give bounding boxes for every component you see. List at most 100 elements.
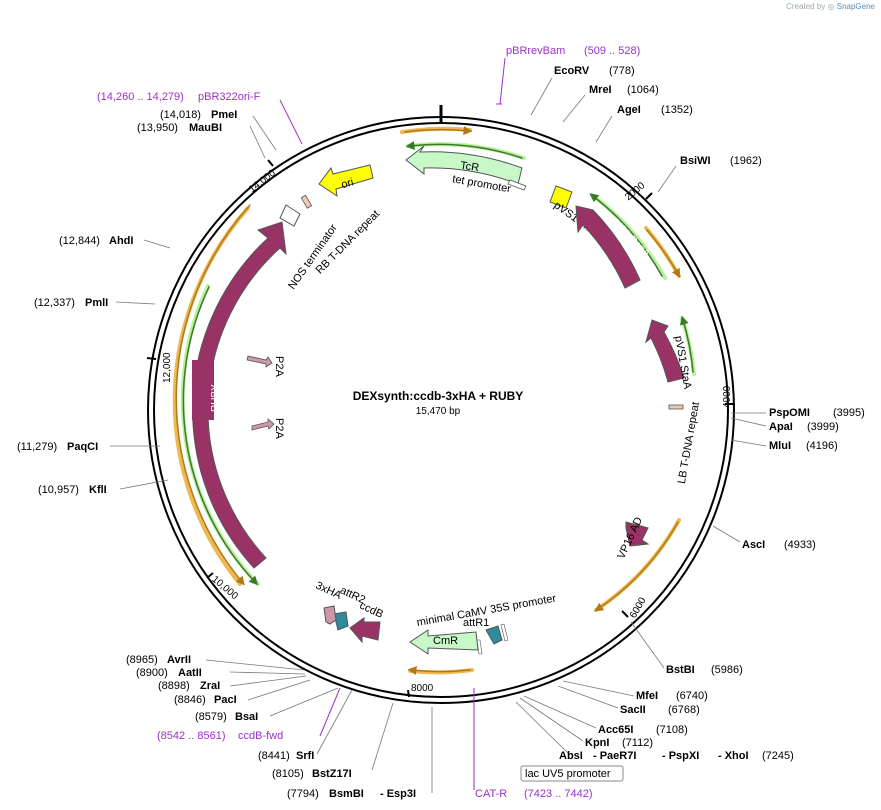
site-pmei-pos: (14,018) — [160, 109, 201, 121]
feature-cmr[interactable]: CmR — [409, 629, 479, 655]
site-paqci-pos: (11,279) — [17, 441, 57, 453]
feature-label-lb-tdna: LB T-DNA repeat — [676, 401, 702, 485]
feature-label-3xha: 3xHA — [314, 580, 344, 603]
orf-arcs — [172, 126, 696, 675]
feature-p2a-2[interactable]: P2A — [251, 418, 285, 439]
feature-label-lac-uv5: lac UV5 promoter — [525, 768, 611, 780]
site-xhoi[interactable]: - XhoI — [718, 750, 749, 762]
feature-nos-terminator[interactable]: NOS terminator — [279, 204, 340, 292]
plasmid-size: 15,470 bp — [416, 406, 461, 417]
primer-pbrrevbam-range: (509 .. 528) — [584, 45, 640, 57]
site-apai-pos: (3999) — [807, 421, 839, 433]
feature-ccdb[interactable]: ccdB — [349, 600, 385, 644]
site-leaders — [110, 77, 767, 793]
site-zrai[interactable]: ZraI — [200, 680, 220, 692]
site-mfei[interactable]: MfeI — [636, 690, 658, 702]
site-sacii-pos: (6768) — [668, 704, 700, 716]
feature-tcr[interactable]: TcR — [405, 145, 523, 185]
feature-label-tcr: TcR — [459, 160, 479, 175]
site-pmli[interactable]: PmlI — [85, 297, 108, 309]
site-acc65i-pos: (7108) — [656, 724, 688, 736]
primer-leaders — [279, 57, 506, 790]
site-paci[interactable]: PacI — [214, 694, 237, 706]
site-agei-pos: (1352) — [661, 104, 693, 116]
site-asci[interactable]: AscI — [742, 539, 765, 551]
backbone-inner — [153, 122, 729, 698]
site-mlui[interactable]: MluI — [769, 440, 791, 452]
site-esp3i[interactable]: - Esp3I — [380, 788, 416, 800]
feature-pvs1-repa[interactable]: pVS1 RepA — [575, 205, 652, 289]
primer-pbr322ori-f[interactable]: pBR322ori-F — [198, 91, 261, 103]
primer-pbrrevbam[interactable]: pBRrevBam — [506, 45, 565, 57]
site-mrei-pos: (1064) — [627, 84, 659, 96]
site-paer7i[interactable]: - PaeR7I — [593, 750, 636, 762]
site-kpni-pos: (7112) — [622, 737, 653, 749]
site-bstbi-pos: (5986) — [711, 664, 743, 676]
primer-cat-r[interactable]: CAT-R — [475, 788, 507, 800]
site-aatii-pos: (8900) — [136, 667, 168, 679]
site-bstz17i-pos: (8105) — [272, 768, 304, 780]
site-paci-pos: (8846) — [174, 694, 206, 706]
primer-cat-r-range: (7423 .. 7442) — [524, 788, 593, 800]
primer-ccdb-fwd[interactable]: ccdB-fwd — [238, 730, 283, 742]
tick-label-14000: 14,000 — [247, 168, 278, 196]
site-acc65i[interactable]: Acc65I — [598, 724, 633, 736]
tick-label-8000: 8000 — [411, 683, 434, 694]
tick-label-6000: 6000 — [628, 595, 649, 620]
feature-label-cmr: CmR — [433, 635, 458, 647]
site-srfi-pos: (8441) — [258, 750, 290, 762]
site-ecorv-pos: (778) — [609, 65, 635, 77]
site-mfei-pos: (6740) — [676, 690, 708, 702]
snapgene-credit: Created by ◎ SnapGene — [786, 2, 875, 11]
site-srfi[interactable]: SrfI — [296, 750, 314, 762]
site-sacii[interactable]: SacII — [620, 704, 646, 716]
site-bsiwi[interactable]: BsiWI — [680, 155, 711, 167]
feature-label-ruby: RUBY — [210, 384, 221, 412]
site-mlui-pos: (4196) — [806, 440, 838, 452]
site-ahdi[interactable]: AhdI — [109, 235, 133, 247]
snapgene-logo-icon: ◎ — [827, 2, 835, 11]
site-bsmbi-pos: (7794) — [287, 788, 319, 800]
feature-p2a-1[interactable]: P2A — [246, 355, 285, 377]
primer-pbr322ori-f-range: (14,260 .. 14,279) — [97, 91, 184, 103]
primer-ccdb-fwd-range: (8542 .. 8561) — [157, 730, 226, 742]
feature-ruby[interactable]: RUBY — [190, 221, 287, 569]
plasmid-name: DEXsynth:ccdb-3xHA + RUBY — [353, 389, 524, 403]
feature-vp16-ad[interactable]: VP16 AD — [615, 515, 650, 561]
credit-prefix: Created by — [786, 2, 826, 11]
site-bsmbi[interactable]: BsmBI — [329, 788, 364, 800]
feature-lb-tdna[interactable]: LB T-DNA repeat — [668, 401, 702, 485]
site-mrei[interactable]: MreI — [589, 84, 612, 96]
site-ecorv[interactable]: EcoRV — [554, 65, 590, 77]
site-maubi[interactable]: MauBI — [189, 122, 222, 134]
site-asci-pos: (4933) — [784, 539, 816, 551]
site-kpni[interactable]: KpnI — [585, 737, 609, 749]
site-bstbi[interactable]: BstBI — [666, 664, 695, 676]
site-bstz17i[interactable]: BstZ17I — [312, 768, 352, 780]
site-ahdi-pos: (12,844) — [59, 235, 100, 247]
tick-label-12000: 12,000 — [162, 352, 173, 383]
site-absi[interactable]: AbsI — [559, 750, 583, 762]
site-bsai-pos: (8579) — [195, 711, 227, 723]
site-paqci[interactable]: PaqCI — [67, 441, 98, 453]
credit-brand: SnapGene — [836, 2, 875, 11]
site-kfli[interactable]: KflI — [89, 484, 107, 496]
site-pspomi-pos: (3995) — [833, 407, 865, 419]
site-bsai[interactable]: BsaI — [235, 711, 258, 723]
site-pmei[interactable]: PmeI — [211, 109, 237, 121]
feature-ori[interactable]: ori — [318, 164, 374, 198]
site-pspxi[interactable]: - PspXI — [662, 750, 699, 762]
feature-attr1[interactable]: attR1 — [463, 617, 509, 645]
tick-label-4000: 4000 — [722, 385, 733, 408]
site-agei[interactable]: AgeI — [617, 104, 641, 116]
feature-label-ori: ori — [340, 176, 355, 191]
feature-lac-uv5-promoter[interactable]: lac UV5 promoter — [476, 639, 624, 782]
site-avrii[interactable]: AvrII — [167, 654, 191, 666]
site-pspomi[interactable]: PspOMI — [769, 407, 810, 419]
site-pmli-pos: (12,337) — [34, 297, 75, 309]
site-apai[interactable]: ApaI — [769, 421, 793, 433]
site-aatii[interactable]: AatII — [178, 667, 202, 679]
feature-label-ccdb: ccdB — [358, 600, 385, 621]
site-zrai-pos: (8898) — [158, 680, 190, 692]
